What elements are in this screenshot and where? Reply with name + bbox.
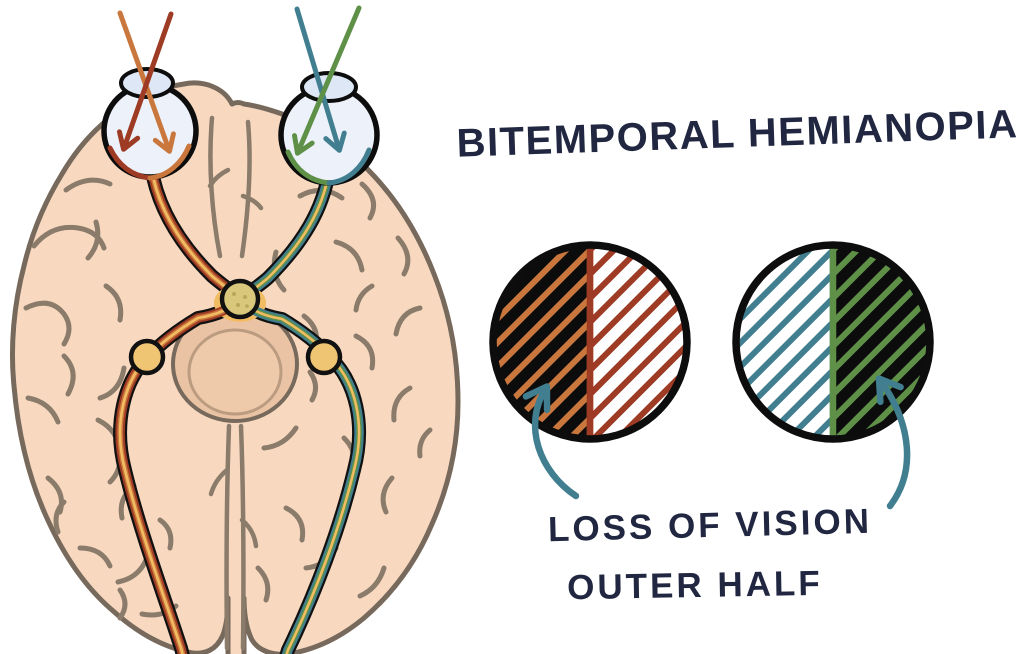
right-field-annotation-arrow (875, 375, 911, 510)
light-ray-arrows (116, 5, 362, 156)
right-eye-retina-nasal (285, 149, 332, 186)
left-field-annotation-arrow (522, 383, 580, 500)
right-eye-retina-temporal (326, 147, 372, 186)
brain (9, 80, 461, 654)
right-eye (278, 71, 380, 186)
lgn-right (305, 338, 343, 376)
right-eye-visual-field (732, 241, 934, 443)
left-eye-retina-nasal (147, 143, 192, 181)
left-eye-visual-field (489, 241, 691, 443)
right-eye-temporal-ray-arrow (294, 6, 347, 153)
midline-fissure (207, 115, 264, 651)
right-eye-nasal-ray-arrow (292, 5, 362, 156)
left-eye-nasal-ray-arrow (116, 11, 174, 152)
chiasm-tumor (219, 278, 261, 320)
optic-pathways (113, 159, 366, 654)
left-eye-temporal-ray-arrow (117, 10, 176, 154)
left-eye-retina-temporal (107, 145, 153, 181)
caption-line-2: OUTER HALF (566, 563, 824, 608)
gyri-left-hemisphere (23, 177, 179, 621)
lgn-left (128, 338, 166, 376)
